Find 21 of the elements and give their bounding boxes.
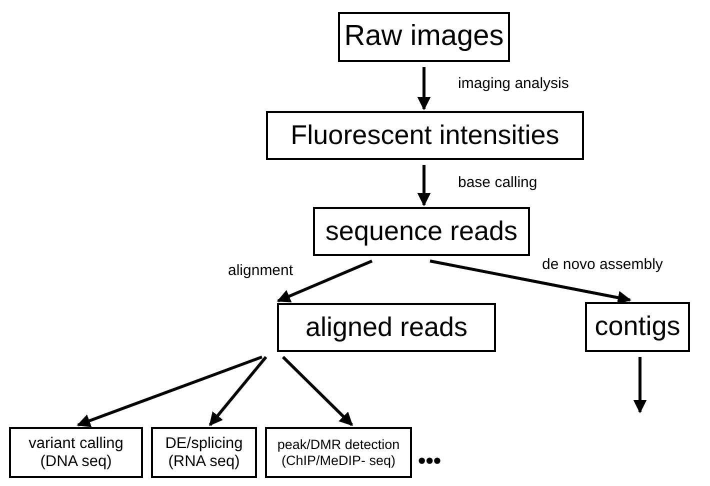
edge-label: de novo assembly (540, 256, 665, 273)
arrow (282, 356, 354, 426)
ellipsis-text: ••• (418, 448, 442, 474)
process-box: DE/splicing (RNA seq) (151, 427, 257, 478)
process-box: Raw images (338, 12, 510, 62)
process-box: sequence reads (313, 207, 530, 256)
edge-label: alignment (226, 262, 296, 279)
process-box: Fluorescent intensities (266, 111, 584, 160)
edge-label: base calling (456, 174, 540, 191)
arrow (276, 260, 373, 302)
process-box: aligned reads (277, 303, 496, 352)
arrow (430, 260, 632, 304)
arrow (417, 67, 431, 110)
process-box: peak/DMR detection (ChIP/MeDIP- seq) (265, 427, 412, 478)
arrow (417, 165, 431, 206)
process-box: contigs (585, 302, 690, 352)
arrow (208, 356, 268, 426)
process-box: variant calling (DNA seq) (9, 427, 143, 478)
arrow (633, 357, 647, 414)
edge-label: imaging analysis (456, 75, 571, 92)
arrow (76, 356, 263, 428)
